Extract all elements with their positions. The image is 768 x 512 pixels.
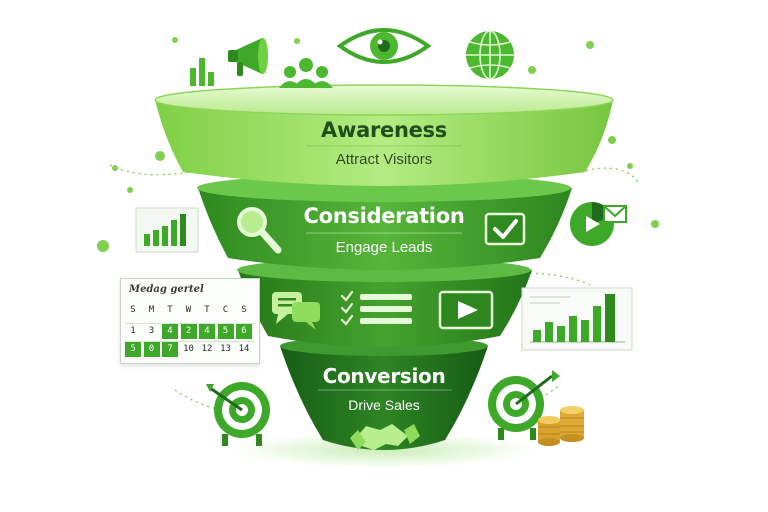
calendar-day: 4 (199, 324, 215, 339)
calendar-day: 7 (162, 342, 178, 357)
bar-chart-card-right (521, 287, 633, 351)
calendar-day: 1 (130, 326, 136, 336)
calendar-day: 3 (148, 326, 155, 336)
calendar-day: 2 (180, 324, 197, 339)
calendar-day: 13 (220, 344, 231, 354)
globe-icon (466, 30, 514, 80)
people-icon (279, 58, 333, 88)
bar-chart-icon (190, 58, 214, 86)
stage-subtitle-conversion: Drive Sales (348, 397, 420, 413)
target-icon-right (488, 370, 560, 440)
eye-icon (336, 28, 432, 64)
target-icon-left (206, 382, 270, 446)
calendar-weekday: C (222, 305, 229, 315)
calendar-weekday: M (148, 305, 155, 315)
calendar-day: 10 (183, 344, 194, 354)
calendar-weekday: T (204, 305, 210, 315)
megaphone-icon (228, 38, 268, 76)
stage-subtitle-consideration: Engage Leads (335, 239, 433, 256)
calendar-weekday: S (241, 305, 247, 315)
calendar-weekday: T (167, 305, 173, 315)
calendar-day: 4 (162, 324, 178, 339)
calendar-day: 6 (236, 324, 252, 339)
stage-title-consideration: Consideration (303, 204, 465, 228)
calendar-day: 5 (125, 342, 141, 357)
bar-chart-card-left (135, 207, 199, 253)
calendar-day: 5 (217, 324, 234, 339)
coins-icon (538, 406, 584, 446)
checkbox-icon (484, 212, 526, 246)
video-play-icon (438, 290, 494, 330)
stage-subtitle-awareness: Attract Visitors (335, 151, 433, 168)
calendar-weekday: W (185, 305, 192, 315)
stage-title-awareness: Awareness (321, 118, 447, 142)
calendar-title: Medag gertel (129, 284, 204, 295)
stage-title-conversion: Conversion (322, 364, 446, 388)
funnel-stage-awareness (154, 84, 614, 186)
calendar-day: 12 (201, 344, 213, 354)
calendar-day: 0 (143, 342, 160, 357)
calendar-weekday: S (130, 305, 136, 315)
magnifier-icon (237, 207, 282, 254)
handshake-icon (350, 424, 420, 450)
chat-bubbles-icon (272, 292, 320, 330)
calendar-day: 14 (238, 344, 250, 354)
pie-chart-icon (570, 202, 627, 246)
checklist-icon (340, 290, 412, 326)
